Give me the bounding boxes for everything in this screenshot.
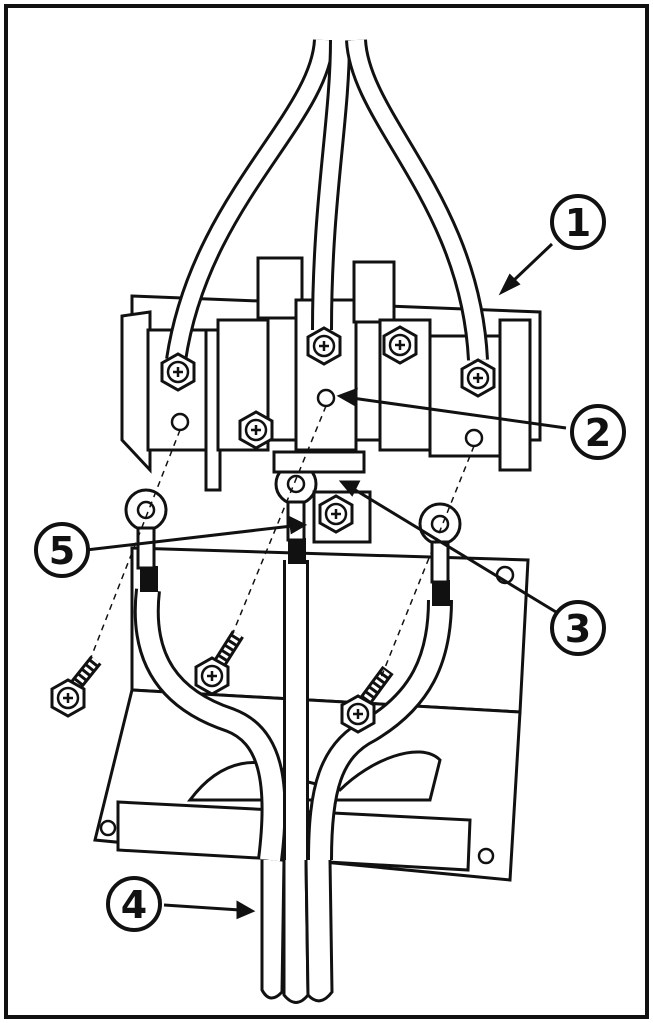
loose-screws <box>50 630 394 734</box>
screw-center-icon <box>306 326 342 366</box>
callout-4: 4 <box>106 876 162 932</box>
screw-ground-icon <box>318 494 354 534</box>
screw-right-icon <box>460 358 496 398</box>
callout-3-label: 3 <box>565 607 591 651</box>
screw-mount-right-icon <box>382 325 418 365</box>
callout-arrows <box>85 242 567 920</box>
ring-terminals <box>124 462 462 584</box>
callout-5-label: 5 <box>49 529 75 573</box>
callout-2-label: 2 <box>585 411 611 455</box>
power-cord <box>260 859 334 1004</box>
ring-terminal-left <box>124 488 168 570</box>
callout-1-label: 1 <box>565 201 591 245</box>
callout-5: 5 <box>34 522 90 578</box>
lower-wires <box>133 538 453 862</box>
loose-screw-right <box>340 665 394 734</box>
loose-screw-center <box>194 630 244 696</box>
screw-left-icon <box>160 352 196 392</box>
loose-screw-left <box>50 655 102 718</box>
callout-2: 2 <box>570 404 626 460</box>
screw-mount-left-icon <box>238 410 274 450</box>
callout-1: 1 <box>550 194 606 250</box>
callout-4-label: 4 <box>121 883 147 927</box>
callout-3: 3 <box>550 600 606 656</box>
upper-wires <box>165 38 489 362</box>
